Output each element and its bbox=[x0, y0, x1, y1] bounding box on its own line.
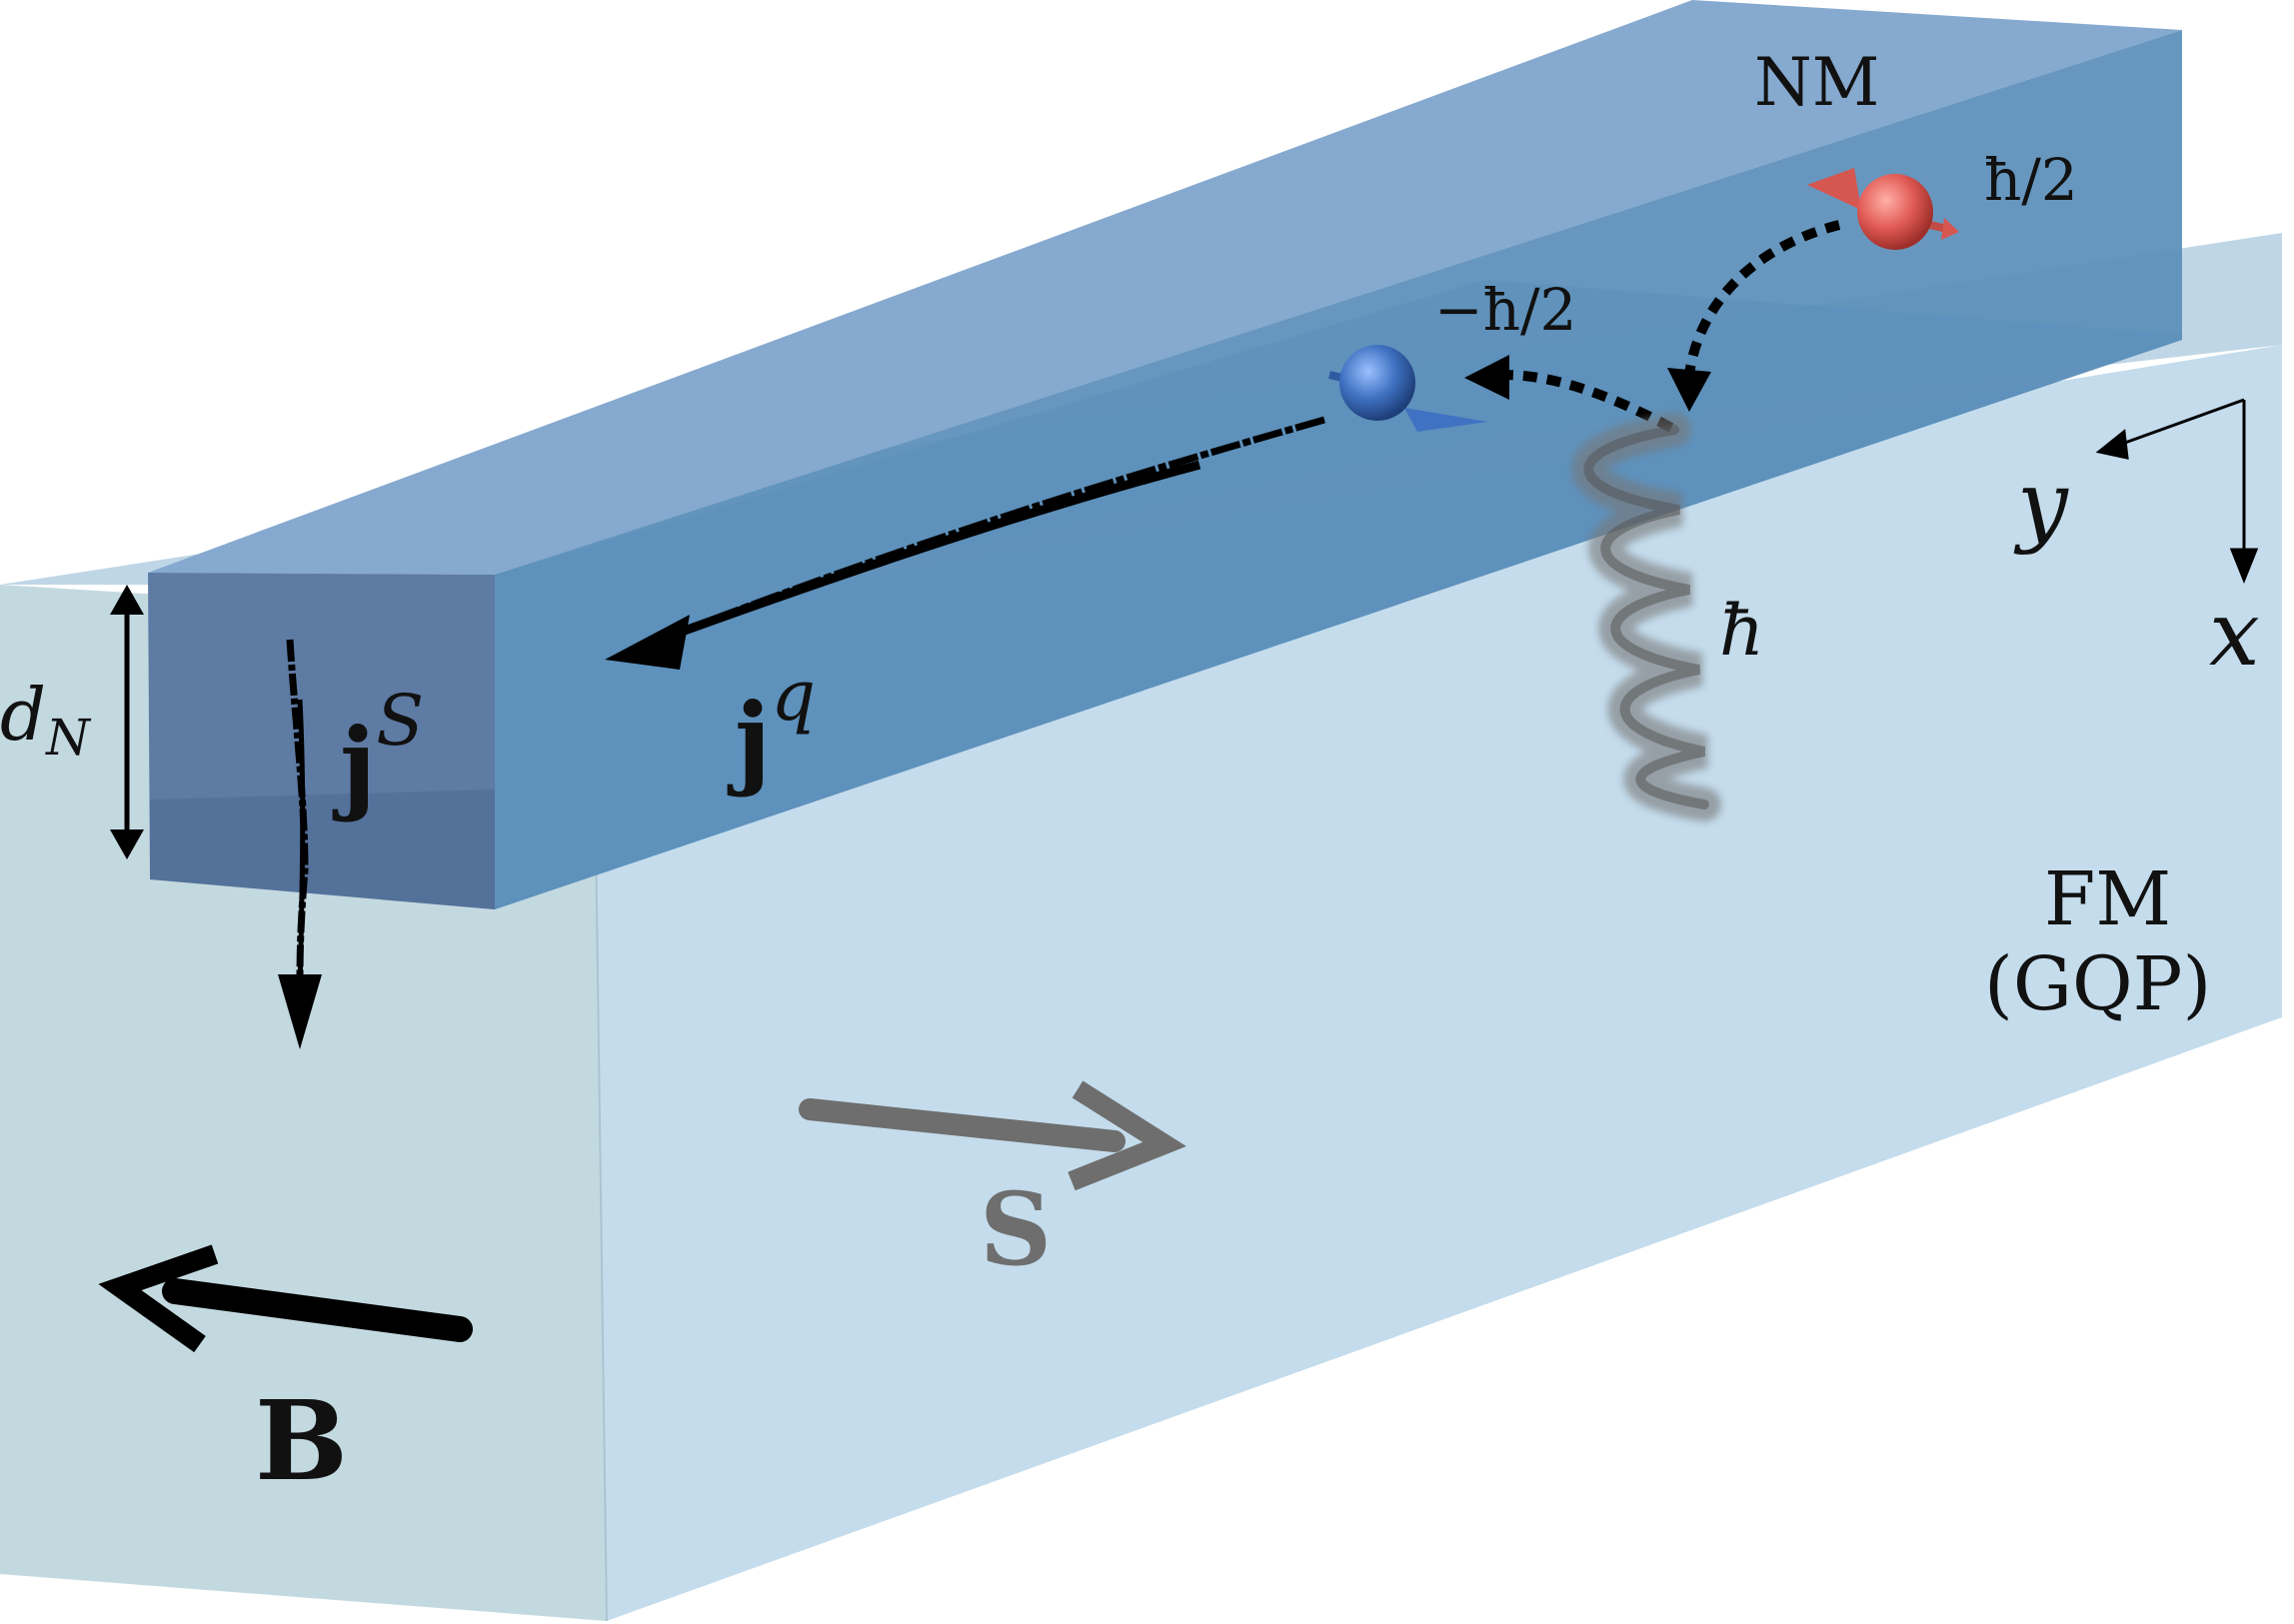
nm-front-lower bbox=[150, 790, 495, 909]
axis-x-label: x bbox=[2209, 582, 2260, 687]
gqp-label: (GQP) bbox=[1984, 941, 2211, 1027]
spin-current-arrow-head bbox=[278, 974, 322, 1049]
outgoing-dotted-arrow bbox=[1503, 370, 1674, 433]
fm-label: FM bbox=[2044, 856, 2171, 942]
hbar-label: ħ bbox=[1719, 590, 1764, 672]
thickness-subscript: N bbox=[45, 709, 92, 767]
spin-up-cone bbox=[1807, 168, 1861, 210]
thickness-d: d bbox=[0, 673, 46, 757]
spin-down-electron bbox=[1328, 345, 1487, 432]
scattering-path bbox=[1503, 220, 1841, 433]
nm-slab bbox=[148, 0, 2182, 909]
spin-up-electron bbox=[1807, 168, 1959, 250]
charge-current-j: j bbox=[727, 681, 771, 799]
magnon-spring-core bbox=[1583, 425, 1709, 810]
incoming-dotted-arrow bbox=[1684, 220, 1841, 376]
thickness-label: dN bbox=[0, 673, 92, 767]
nm-label: NM bbox=[1754, 44, 1879, 121]
coordinate-axes bbox=[2095, 398, 2259, 585]
thickness-indicator bbox=[110, 585, 144, 859]
spin-up-ball bbox=[1857, 174, 1933, 250]
charge-current-arrow bbox=[605, 416, 1325, 670]
nm-top-face bbox=[148, 0, 2182, 575]
charge-current-sup: q bbox=[771, 655, 816, 737]
outgoing-arrow-head bbox=[1464, 355, 1509, 400]
hbar-half-label: ħ/2 bbox=[1984, 146, 2078, 214]
spin-vector-label: S bbox=[980, 1170, 1052, 1288]
spin-current-sup: S bbox=[376, 680, 424, 762]
spin-current-j: j bbox=[332, 706, 376, 823]
spin-current-label: jS bbox=[332, 680, 424, 823]
field-b-label: B bbox=[255, 1376, 348, 1505]
spin-down-ball bbox=[1339, 345, 1415, 421]
axis-y-label: y bbox=[2013, 452, 2069, 557]
minus-hbar-half-label: −ħ/2 bbox=[1434, 276, 1576, 344]
incoming-arrow-head bbox=[1667, 368, 1711, 412]
spin-current-arrow bbox=[278, 639, 322, 1049]
charge-current-label: jq bbox=[727, 655, 816, 799]
field-b-arrow bbox=[98, 1244, 473, 1353]
spin-down-cone bbox=[1404, 408, 1487, 432]
axis-y-line bbox=[2110, 398, 2245, 450]
charge-current-arrow-head bbox=[605, 615, 690, 670]
spin-vector-arrow bbox=[799, 1080, 1186, 1191]
nm-top-visible-strip bbox=[495, 280, 2182, 909]
